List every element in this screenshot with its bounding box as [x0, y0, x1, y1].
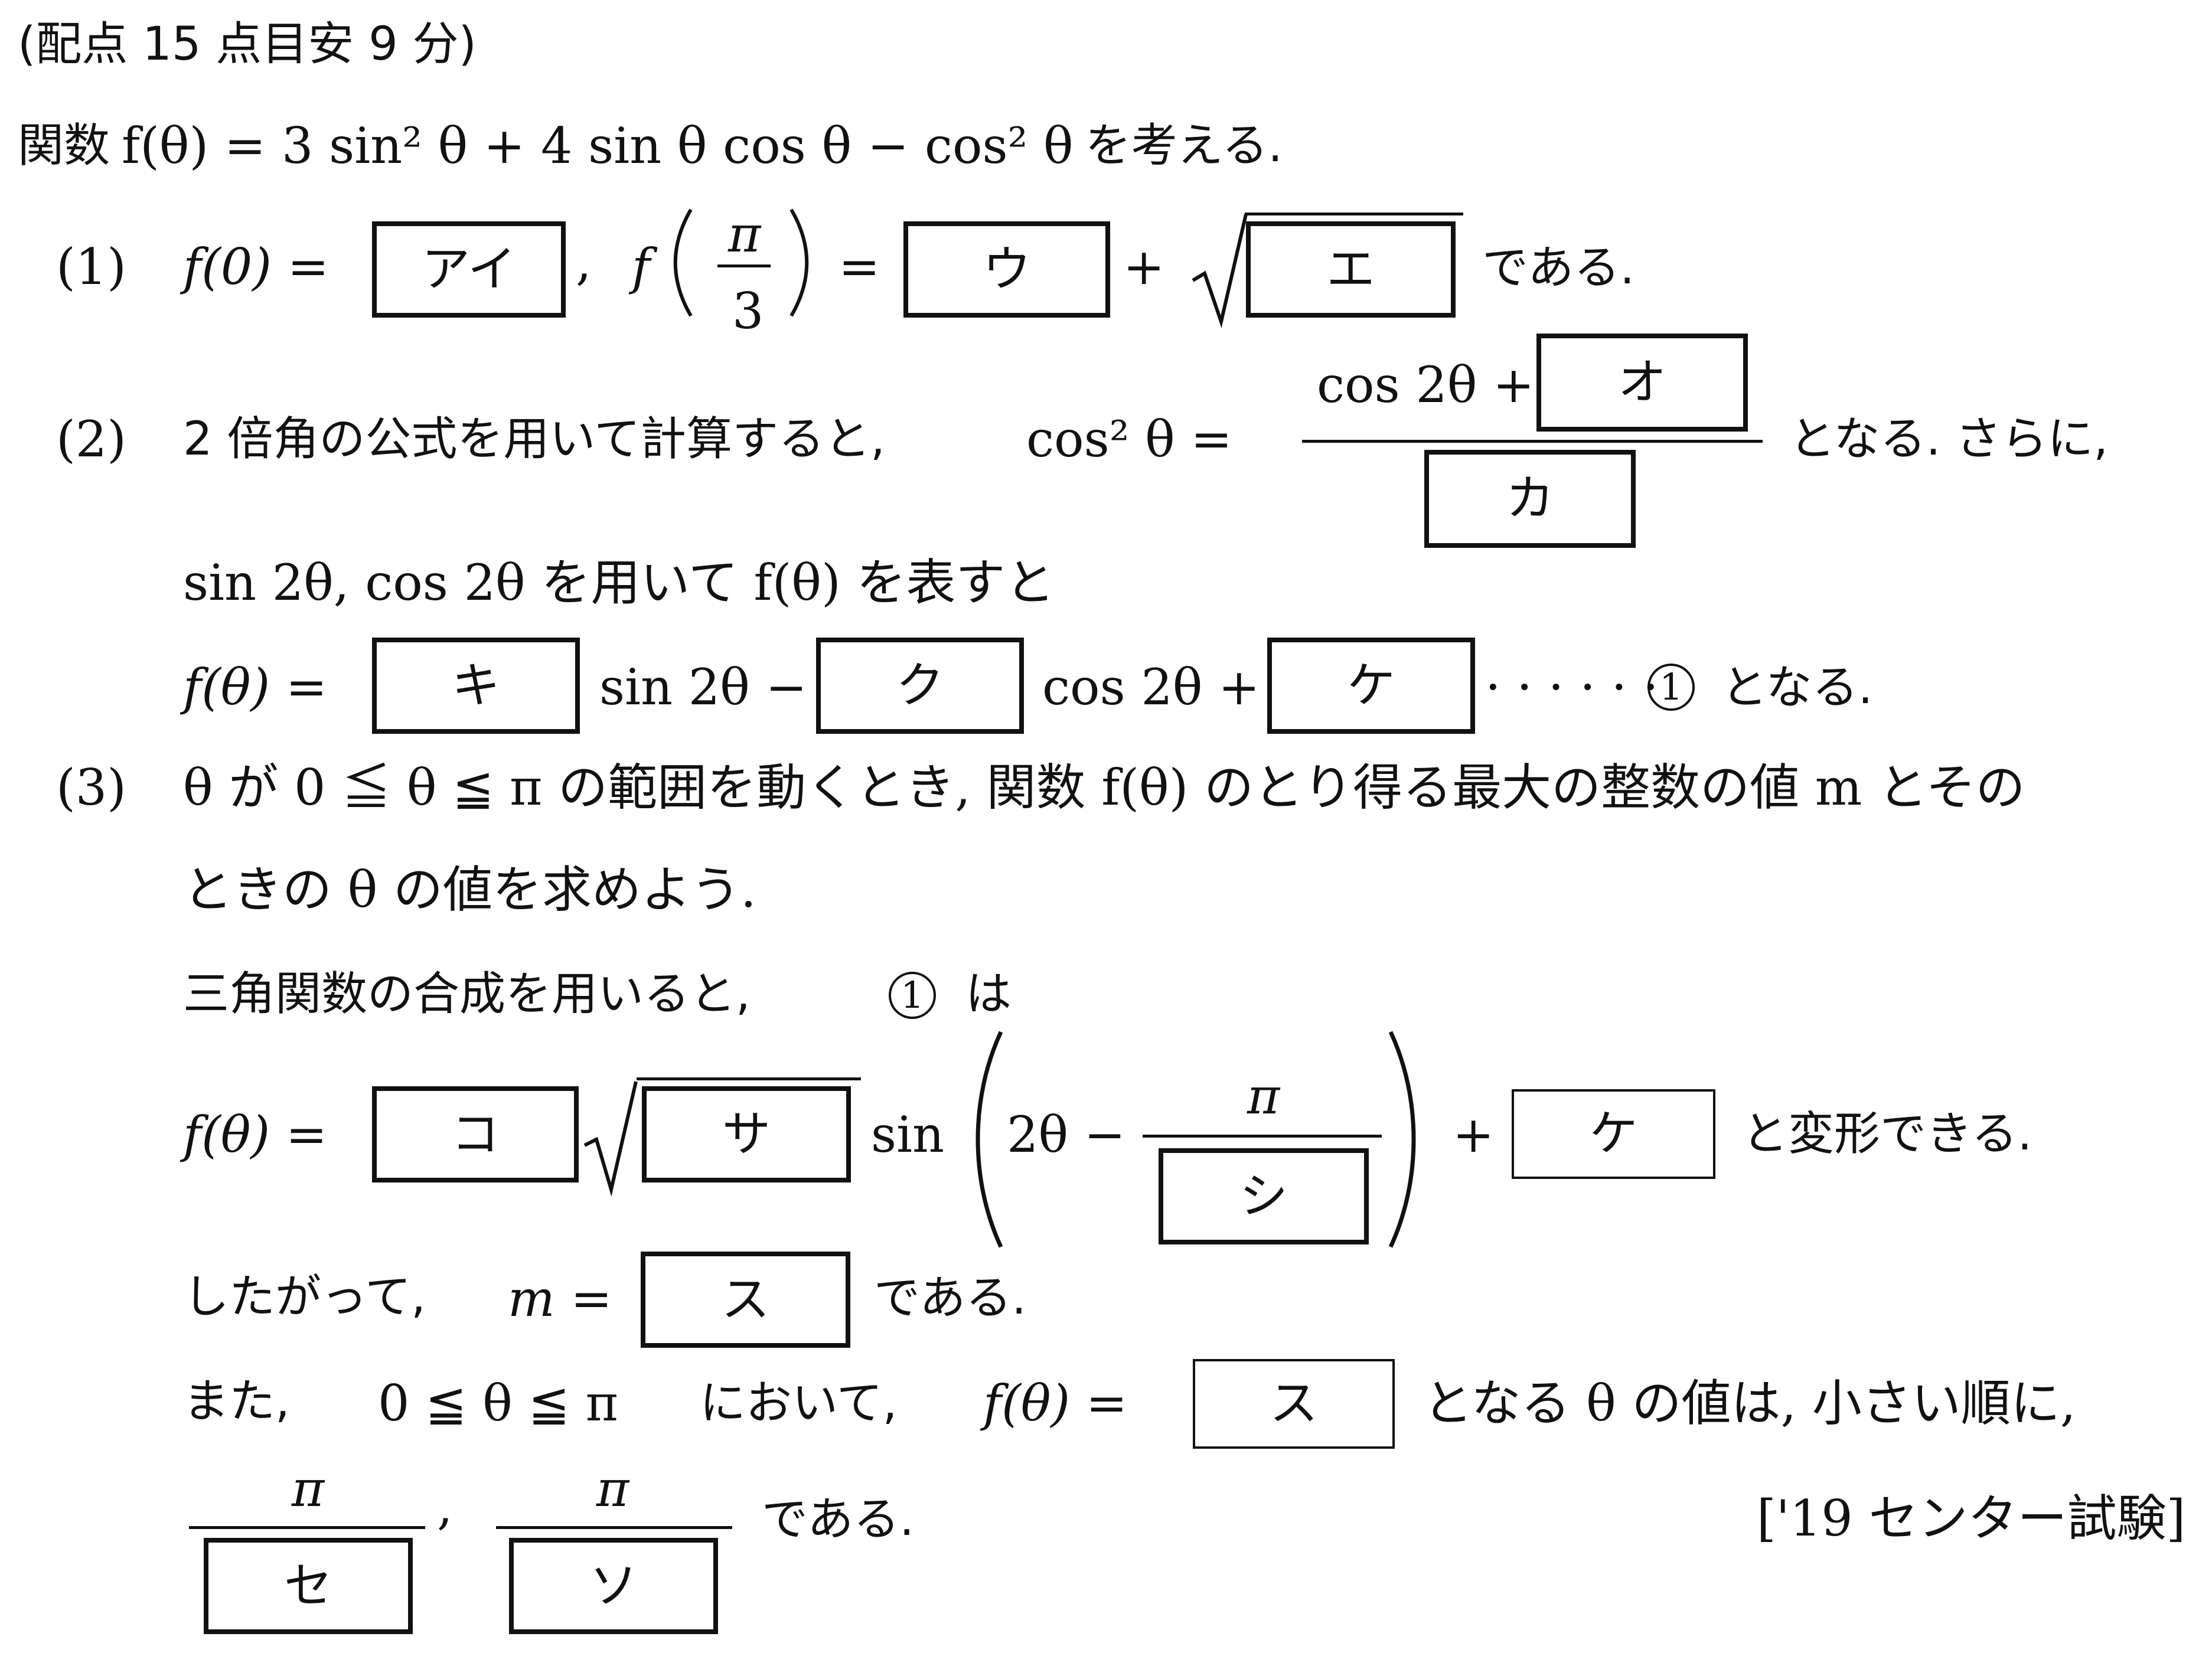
q1-three: 3: [732, 282, 764, 340]
q2-eq-tail: となる.: [1721, 661, 1873, 714]
q3-range: 0 ≦ θ ≦ π: [378, 1374, 618, 1432]
q3-therefore-tail: である.: [874, 1272, 1027, 1325]
answer-label-ku: ク: [895, 657, 944, 714]
answer-label-ke: ケ: [1346, 657, 1395, 714]
answer-label-se: セ: [283, 1557, 332, 1614]
q3-line1: θ が 0 ≦ θ ≦ π の範囲を動くとき, 関数 f(θ) のとり得る最大の…: [183, 759, 2025, 816]
source-citation: ['19 センター試験]: [1757, 1489, 2186, 1547]
q3-frac1-pi: π: [292, 1460, 325, 1518]
q3-therefore: したがって,: [183, 1270, 426, 1324]
q3-also-mid: において,: [700, 1377, 898, 1430]
q1-equals: =: [839, 238, 880, 296]
q3-sin: sin: [871, 1106, 945, 1164]
q3-line2: ときの θ の値を求めよう.: [183, 861, 756, 919]
answer-label-shi: シ: [1239, 1168, 1288, 1224]
intro-formula: f(θ) = 3 sin² θ + 4 sin θ cos θ − cos² θ: [122, 117, 1074, 175]
answer-label-ai: アイ: [422, 241, 516, 298]
points-note: (配点 15 点目安 9 分): [18, 21, 477, 67]
answer-label-su-ref: ス: [1269, 1376, 1318, 1432]
q3-right-big-paren: [1388, 1031, 1416, 1248]
q2-cos-plus: cos 2θ +: [1042, 658, 1260, 716]
circle-number-2: 1: [889, 972, 936, 1019]
q1-number: (1): [56, 238, 126, 296]
answer-box-o[interactable]: オ: [1536, 334, 1748, 432]
q2-lhs: cos² θ =: [1026, 410, 1232, 468]
q2-line2: sin 2θ, cos 2θ を用いて f(θ) を表すと: [183, 554, 1055, 612]
answer-label-ki: キ: [451, 657, 500, 714]
intro-lead: 関数: [18, 119, 110, 172]
q2-text: 2 倍角の公式を用いて計算すると,: [183, 413, 885, 466]
q2-f-eq: f(θ) =: [183, 658, 328, 716]
q3-number: (3): [56, 759, 126, 816]
intro-line: 関数 f(θ) = 3 sin² θ + 4 sin θ cos θ − cos…: [18, 121, 1283, 171]
q2-tail: となる. さらに,: [1789, 413, 2109, 466]
answer-box-sa[interactable]: サ: [642, 1086, 851, 1182]
q2-circle-ref: 1: [1647, 664, 1695, 711]
q3-frac2-bar: [496, 1526, 732, 1529]
q3-f-eq2: f(θ) =: [983, 1374, 1128, 1432]
answer-box-so[interactable]: ソ: [509, 1538, 718, 1634]
q3-frac2-pi: π: [596, 1460, 629, 1518]
q3-plus: +: [1453, 1106, 1495, 1164]
answer-box-su-ref[interactable]: ス: [1193, 1359, 1395, 1449]
intro-tail: を考える.: [1085, 119, 1283, 172]
answer-label-o: オ: [1617, 354, 1666, 410]
answer-label-su: ス: [721, 1271, 770, 1328]
circle-number: 1: [1647, 664, 1695, 711]
answer-box-e[interactable]: エ: [1246, 221, 1456, 318]
answer-label-so: ソ: [589, 1557, 638, 1614]
q3-frac1-bar: [189, 1526, 425, 1529]
answer-box-su[interactable]: ス: [641, 1252, 850, 1348]
answer-label-u: ウ: [982, 241, 1031, 298]
q3-line3-circle: 1: [889, 972, 936, 1019]
answer-label-ko: コ: [451, 1106, 500, 1162]
answer-box-ka[interactable]: カ: [1424, 450, 1636, 548]
q1-tail: である.: [1482, 241, 1635, 295]
answer-box-u[interactable]: ウ: [903, 221, 1110, 318]
answer-label-ka: カ: [1505, 471, 1554, 527]
answer-box-ai[interactable]: アイ: [372, 221, 566, 318]
answer-box-ki[interactable]: キ: [372, 638, 580, 734]
q3-comma: ,: [437, 1478, 453, 1536]
q3-two-theta-minus: 2θ −: [1007, 1106, 1126, 1164]
q3-left-big-paren: [976, 1031, 1003, 1248]
answer-box-ke-ref[interactable]: ケ: [1512, 1089, 1715, 1179]
q1-plus: +: [1123, 238, 1165, 296]
q3-line3-tail: は: [965, 968, 1012, 1021]
q1-fraction-bar: [717, 264, 771, 267]
q1-sqrt-sign: [1192, 214, 1248, 328]
q3-also-tail: となる θ の値は, 小さい順に,: [1423, 1374, 2076, 1432]
q3-sqrt-sign: [583, 1081, 638, 1197]
q3-fraction-bar: [1143, 1135, 1382, 1138]
q3-transform-tail: と変形できる.: [1742, 1108, 2032, 1161]
answer-box-se[interactable]: セ: [204, 1538, 413, 1634]
answer-label-sa: サ: [722, 1106, 771, 1162]
q3-f-eq: f(θ) =: [183, 1106, 328, 1164]
q1-left-paren: [673, 208, 693, 317]
answer-label-ke-ref: ケ: [1589, 1106, 1638, 1162]
answer-label-e: エ: [1326, 241, 1375, 298]
q3-sqrt-vinculum: [637, 1077, 861, 1080]
q3-m-eq: m =: [508, 1270, 612, 1328]
q1-comma: ,: [576, 233, 592, 291]
q2-sin-minus: sin 2θ −: [599, 658, 807, 716]
answer-box-ko[interactable]: コ: [372, 1086, 579, 1182]
answer-box-ke[interactable]: ケ: [1267, 638, 1475, 734]
answer-box-ku[interactable]: ク: [816, 638, 1024, 734]
q2-numerator-prefix: cos 2θ +: [1317, 356, 1535, 414]
q3-line3-prefix: 三角関数の合成を用いると,: [183, 968, 751, 1021]
q1-right-paren: [789, 208, 809, 317]
q2-dots: · · · · · ·: [1485, 658, 1659, 716]
q3-final-tail: である.: [762, 1493, 915, 1546]
q2-fraction-bar: [1302, 440, 1763, 443]
q3-pi: π: [1247, 1067, 1280, 1125]
q1-f0: f(0) =: [183, 238, 329, 296]
q1-sqrt-vinculum: [1245, 213, 1463, 215]
q3-also-prefix: また,: [183, 1375, 290, 1428]
q2-number: (2): [56, 410, 126, 468]
q1-pi: π: [728, 205, 761, 263]
answer-box-shi[interactable]: シ: [1159, 1148, 1369, 1244]
q1-f-prefix: f: [632, 238, 651, 296]
points-text: (配点 15 点目安 9 分): [18, 18, 477, 71]
